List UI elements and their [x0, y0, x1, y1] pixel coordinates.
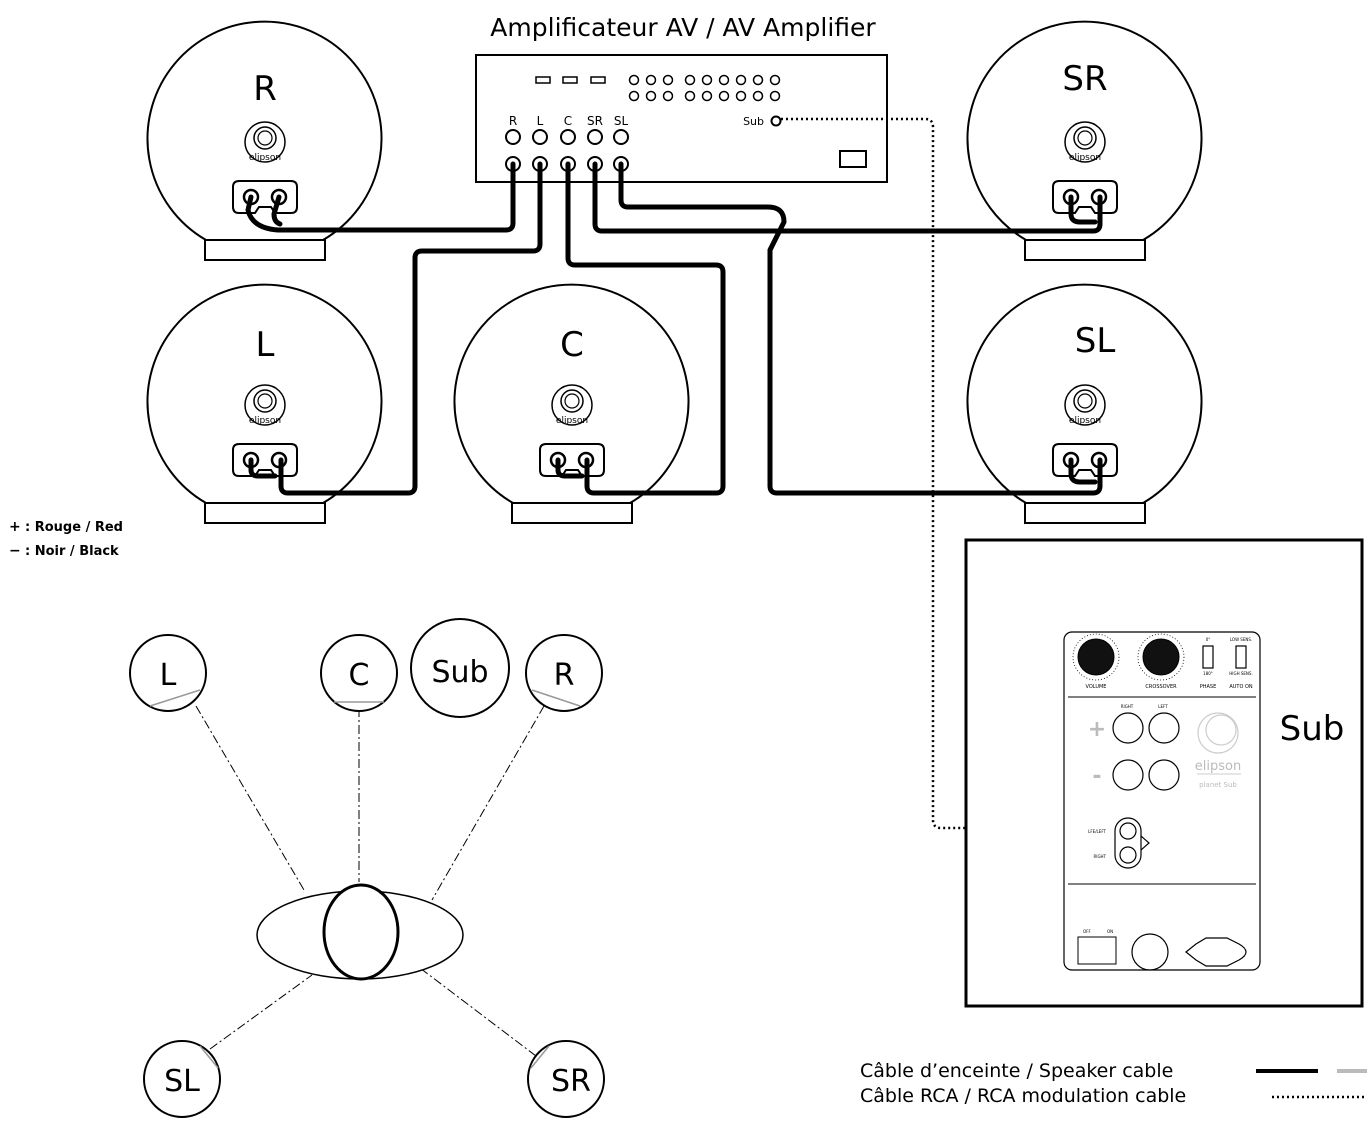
diagram-title: Amplificateur AV / AV Amplifier: [490, 13, 876, 42]
speaker-r-brand: elipson: [249, 153, 281, 163]
low-sens-label: LOW SENS.: [1230, 637, 1252, 642]
layout-label-sr: SR: [551, 1064, 591, 1099]
phase-switch: [1202, 645, 1214, 669]
lfe-left-input: [1119, 822, 1137, 840]
layout-speaker-c: [320, 634, 398, 712]
plus-text: : Rouge / Red: [25, 520, 123, 535]
amp-sub-label: Sub: [743, 115, 764, 128]
amplifier-knobs: [628, 74, 781, 102]
speaker-sr: SR elipson: [966, 20, 1203, 261]
phase-0-label: 0°: [1206, 637, 1211, 642]
amplifier-terminals: [505, 129, 629, 172]
layout-sub: [410, 618, 510, 718]
lfe-right-label: RIGHT: [1093, 854, 1106, 859]
rca-cable: [781, 117, 1120, 830]
auto-on-label: AUTO ON: [1229, 684, 1253, 690]
amp-terminal-sl: SL: [614, 114, 629, 128]
layout-speaker-r: [525, 634, 603, 712]
amp-terminal-c: C: [564, 114, 572, 128]
lfe-left-label: LFE/LEFT: [1088, 829, 1106, 834]
speaker-l: L elipson: [146, 283, 383, 524]
speaker-r: R elipson: [146, 20, 383, 261]
lfe-right-input: [1119, 846, 1137, 864]
subwoofer: Sub VOLUME CROSSOVER 0° 180° PHASE LOW S…: [964, 538, 1364, 1008]
high-sens-label: HIGH SENS.: [1229, 671, 1252, 676]
speaker-sr-brand: elipson: [1069, 153, 1101, 163]
speaker-r-label: R: [253, 69, 277, 109]
layout-label-r: R: [554, 658, 575, 693]
volume-label: VOLUME: [1086, 684, 1107, 690]
speaker-c: C elipson: [453, 283, 690, 524]
cable-legend: Câble d’enceinte / Speaker cable Câble R…: [860, 1060, 1367, 1107]
sub-logo: elipson planet Sub: [1195, 712, 1241, 789]
amp-terminal-r: R: [509, 114, 517, 128]
layout-label-sub: Sub: [431, 655, 488, 690]
sub-plus-sign: +: [1088, 717, 1106, 742]
polarity-legend: + : Rouge / Red − : Noir / Black: [9, 519, 123, 559]
listener-head: [322, 883, 400, 981]
speaker-c-label: C: [560, 325, 584, 365]
amplifier-sub-out: [770, 115, 782, 127]
fuse-holder: [1131, 933, 1169, 971]
layout-label-sl: SL: [164, 1064, 200, 1099]
sub-minus-sign: -: [1092, 764, 1101, 789]
speaker-l-brand: elipson: [249, 416, 281, 426]
sub-right-label: RIGHT: [1121, 704, 1134, 709]
minus-text: : Noir / Black: [25, 544, 119, 559]
phase-180-label: 180°: [1203, 671, 1213, 676]
speaker-c-brand: elipson: [556, 416, 588, 426]
sub-model: planet Sub: [1199, 781, 1237, 789]
legend-speaker-cable: Câble d’enceinte / Speaker cable: [860, 1060, 1173, 1082]
sub-left-label: LEFT: [1158, 704, 1168, 709]
speaker-sr-label: SR: [1062, 59, 1107, 99]
minus-symbol: −: [9, 543, 21, 559]
speaker-sl-label: SL: [1075, 321, 1116, 361]
speaker-cables: [245, 161, 1103, 496]
av-amplifier: R L C SR SL Sub: [475, 54, 888, 183]
phase-label: PHASE: [1200, 684, 1217, 690]
volume-knob: [1077, 638, 1115, 676]
crossover-label: CROSSOVER: [1145, 684, 1177, 690]
layout-speaker-sl: [143, 1040, 221, 1118]
amp-terminal-sr: SR: [587, 114, 603, 128]
speaker-sl: SL elipson: [966, 283, 1203, 524]
subwoofer-label: Sub: [1280, 709, 1345, 749]
speaker-sl-brand: elipson: [1069, 416, 1101, 426]
sub-brand: elipson: [1195, 759, 1241, 774]
layout-speaker-l: [129, 634, 207, 712]
subwoofer-panel: [1063, 631, 1261, 971]
layout-label-c: C: [349, 658, 370, 693]
layout-speaker-sr: [527, 1040, 605, 1118]
legend-rca-cable: Câble RCA / RCA modulation cable: [860, 1085, 1186, 1107]
power-off-label: OFF: [1083, 929, 1091, 934]
crossover-knob: [1142, 638, 1180, 676]
power-inlet: [1185, 937, 1247, 967]
layout-label-l: L: [160, 658, 177, 693]
speaker-l-label: L: [256, 325, 275, 365]
room-layout: L C Sub R SL SR: [129, 618, 605, 1118]
amp-terminal-l: L: [537, 114, 544, 128]
power-on-label: ON: [1107, 929, 1113, 934]
auto-on-switch: [1235, 645, 1247, 669]
sub-speaker-inputs: [1112, 712, 1180, 791]
power-switch: [1077, 936, 1117, 965]
plus-symbol: +: [9, 519, 21, 535]
